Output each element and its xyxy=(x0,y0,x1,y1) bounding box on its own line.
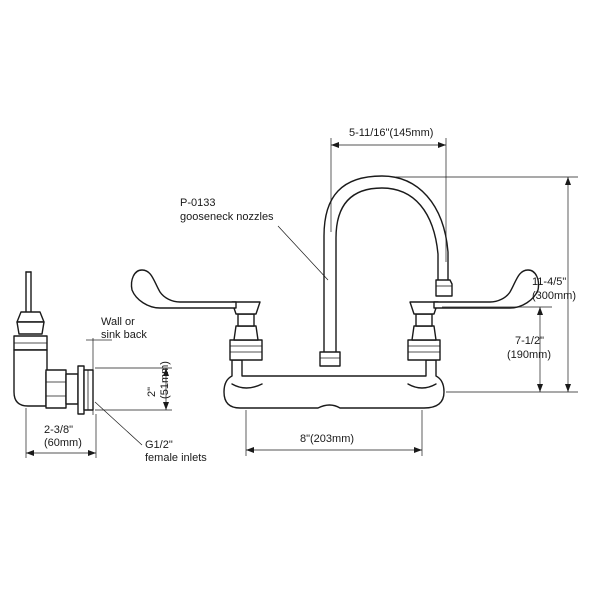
inlet-callout: G1/2" female inlets xyxy=(94,401,207,464)
wall-label-line1: Wall or xyxy=(101,316,135,328)
projection-dimension: 2-3/8" (60mm) xyxy=(25,408,97,458)
spout-reach-label: 5-11/16"(145mm) xyxy=(349,127,433,139)
projection-in: 2-3/8" xyxy=(44,424,73,436)
nozzle-code: P-0133 xyxy=(180,197,215,209)
front-view xyxy=(130,175,540,409)
spout-reach-dimension: 5-11/16"(145mm) xyxy=(330,127,447,262)
inlet-height-dimension: 2" (51mm) xyxy=(95,361,172,411)
inlet-label-line1: G1/2" xyxy=(145,439,173,451)
projection-mm: (60mm) xyxy=(44,437,82,449)
nozzle-callout: P-0133 gooseneck nozzles xyxy=(180,197,329,281)
handle-height-dimension: 7-1/2" (190mm) xyxy=(442,306,578,393)
handle-height-mm: (190mm) xyxy=(507,349,551,361)
nozzle-desc: gooseneck nozzles xyxy=(180,211,274,223)
inlet-label-line2: female inlets xyxy=(145,452,207,464)
centers-label: 8"(203mm) xyxy=(300,433,354,445)
handle-height-in: 7-1/2" xyxy=(515,335,544,347)
centers-dimension: 8"(203mm) xyxy=(245,410,423,456)
inlet-height-in: 2" xyxy=(146,387,158,397)
total-height-mm: (300mm) xyxy=(532,290,576,302)
total-height-in: 11-4/5" xyxy=(532,276,566,288)
total-height-dimension: 11-4/5" (300mm) xyxy=(396,176,578,392)
inlet-height-mm: (51mm) xyxy=(159,361,171,399)
wall-label-line2: sink back xyxy=(101,329,147,341)
wall-callout: Wall or sink back xyxy=(86,316,147,341)
side-view xyxy=(13,271,94,415)
